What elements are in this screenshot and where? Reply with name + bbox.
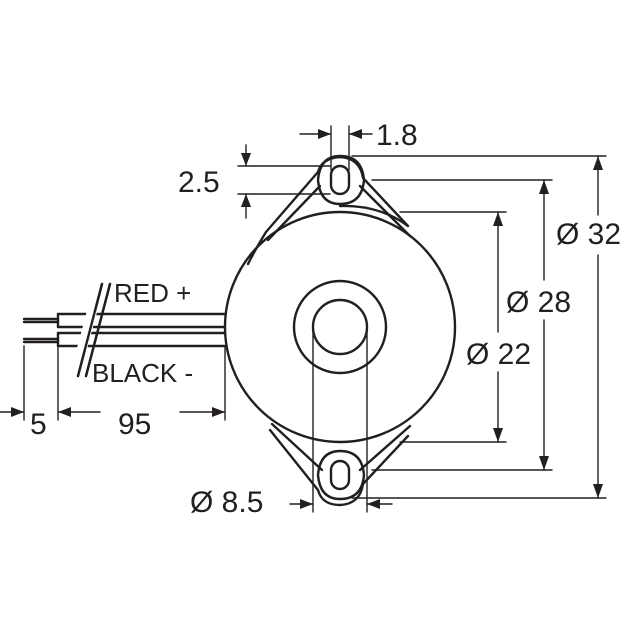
break-mark-1-stroke <box>76 282 104 378</box>
center-hole-circle <box>311 298 369 356</box>
top-mounting-lobe <box>316 154 366 206</box>
label-body-diameter: Ø 22 <box>466 338 531 371</box>
top-mounting-hole <box>329 164 351 196</box>
dim-body-diameter <box>399 211 507 443</box>
flange-edge-lower-right <box>358 424 412 472</box>
buzzer-body <box>223 154 457 507</box>
dim-hole-width <box>299 125 373 171</box>
dim-lead-strip <box>0 345 71 421</box>
label-hole-width: 1.8 <box>376 119 418 152</box>
label-flange-diameter: Ø 28 <box>506 286 571 319</box>
dim-hole-height <box>237 144 331 219</box>
label-lead-strip: 5 <box>30 408 47 441</box>
dim-lead-length <box>69 345 226 421</box>
dim-outer-diameter <box>351 155 607 499</box>
bottom-mounting-lobe <box>316 449 366 501</box>
center-boss-circle <box>292 279 388 375</box>
label-black-wire: BLACK - <box>92 358 193 388</box>
main-body-circle <box>223 210 457 444</box>
flange-edge-upper-right <box>358 184 412 238</box>
label-center-hole-diameter: Ø 8.5 <box>190 486 263 519</box>
label-lead-length: 95 <box>118 408 151 441</box>
bottom-mounting-hole <box>329 459 351 491</box>
label-red-wire: RED + <box>114 278 191 308</box>
break-mark-2-stroke <box>84 282 112 378</box>
dim-flange-diameter <box>371 179 553 471</box>
mounting-flange-outline-lower <box>268 428 410 507</box>
dim-center-hole-diameter <box>289 329 393 513</box>
label-hole-height: 2.5 <box>178 166 220 199</box>
label-outer-diameter: Ø 32 <box>556 218 621 251</box>
lead-wires <box>22 282 227 378</box>
